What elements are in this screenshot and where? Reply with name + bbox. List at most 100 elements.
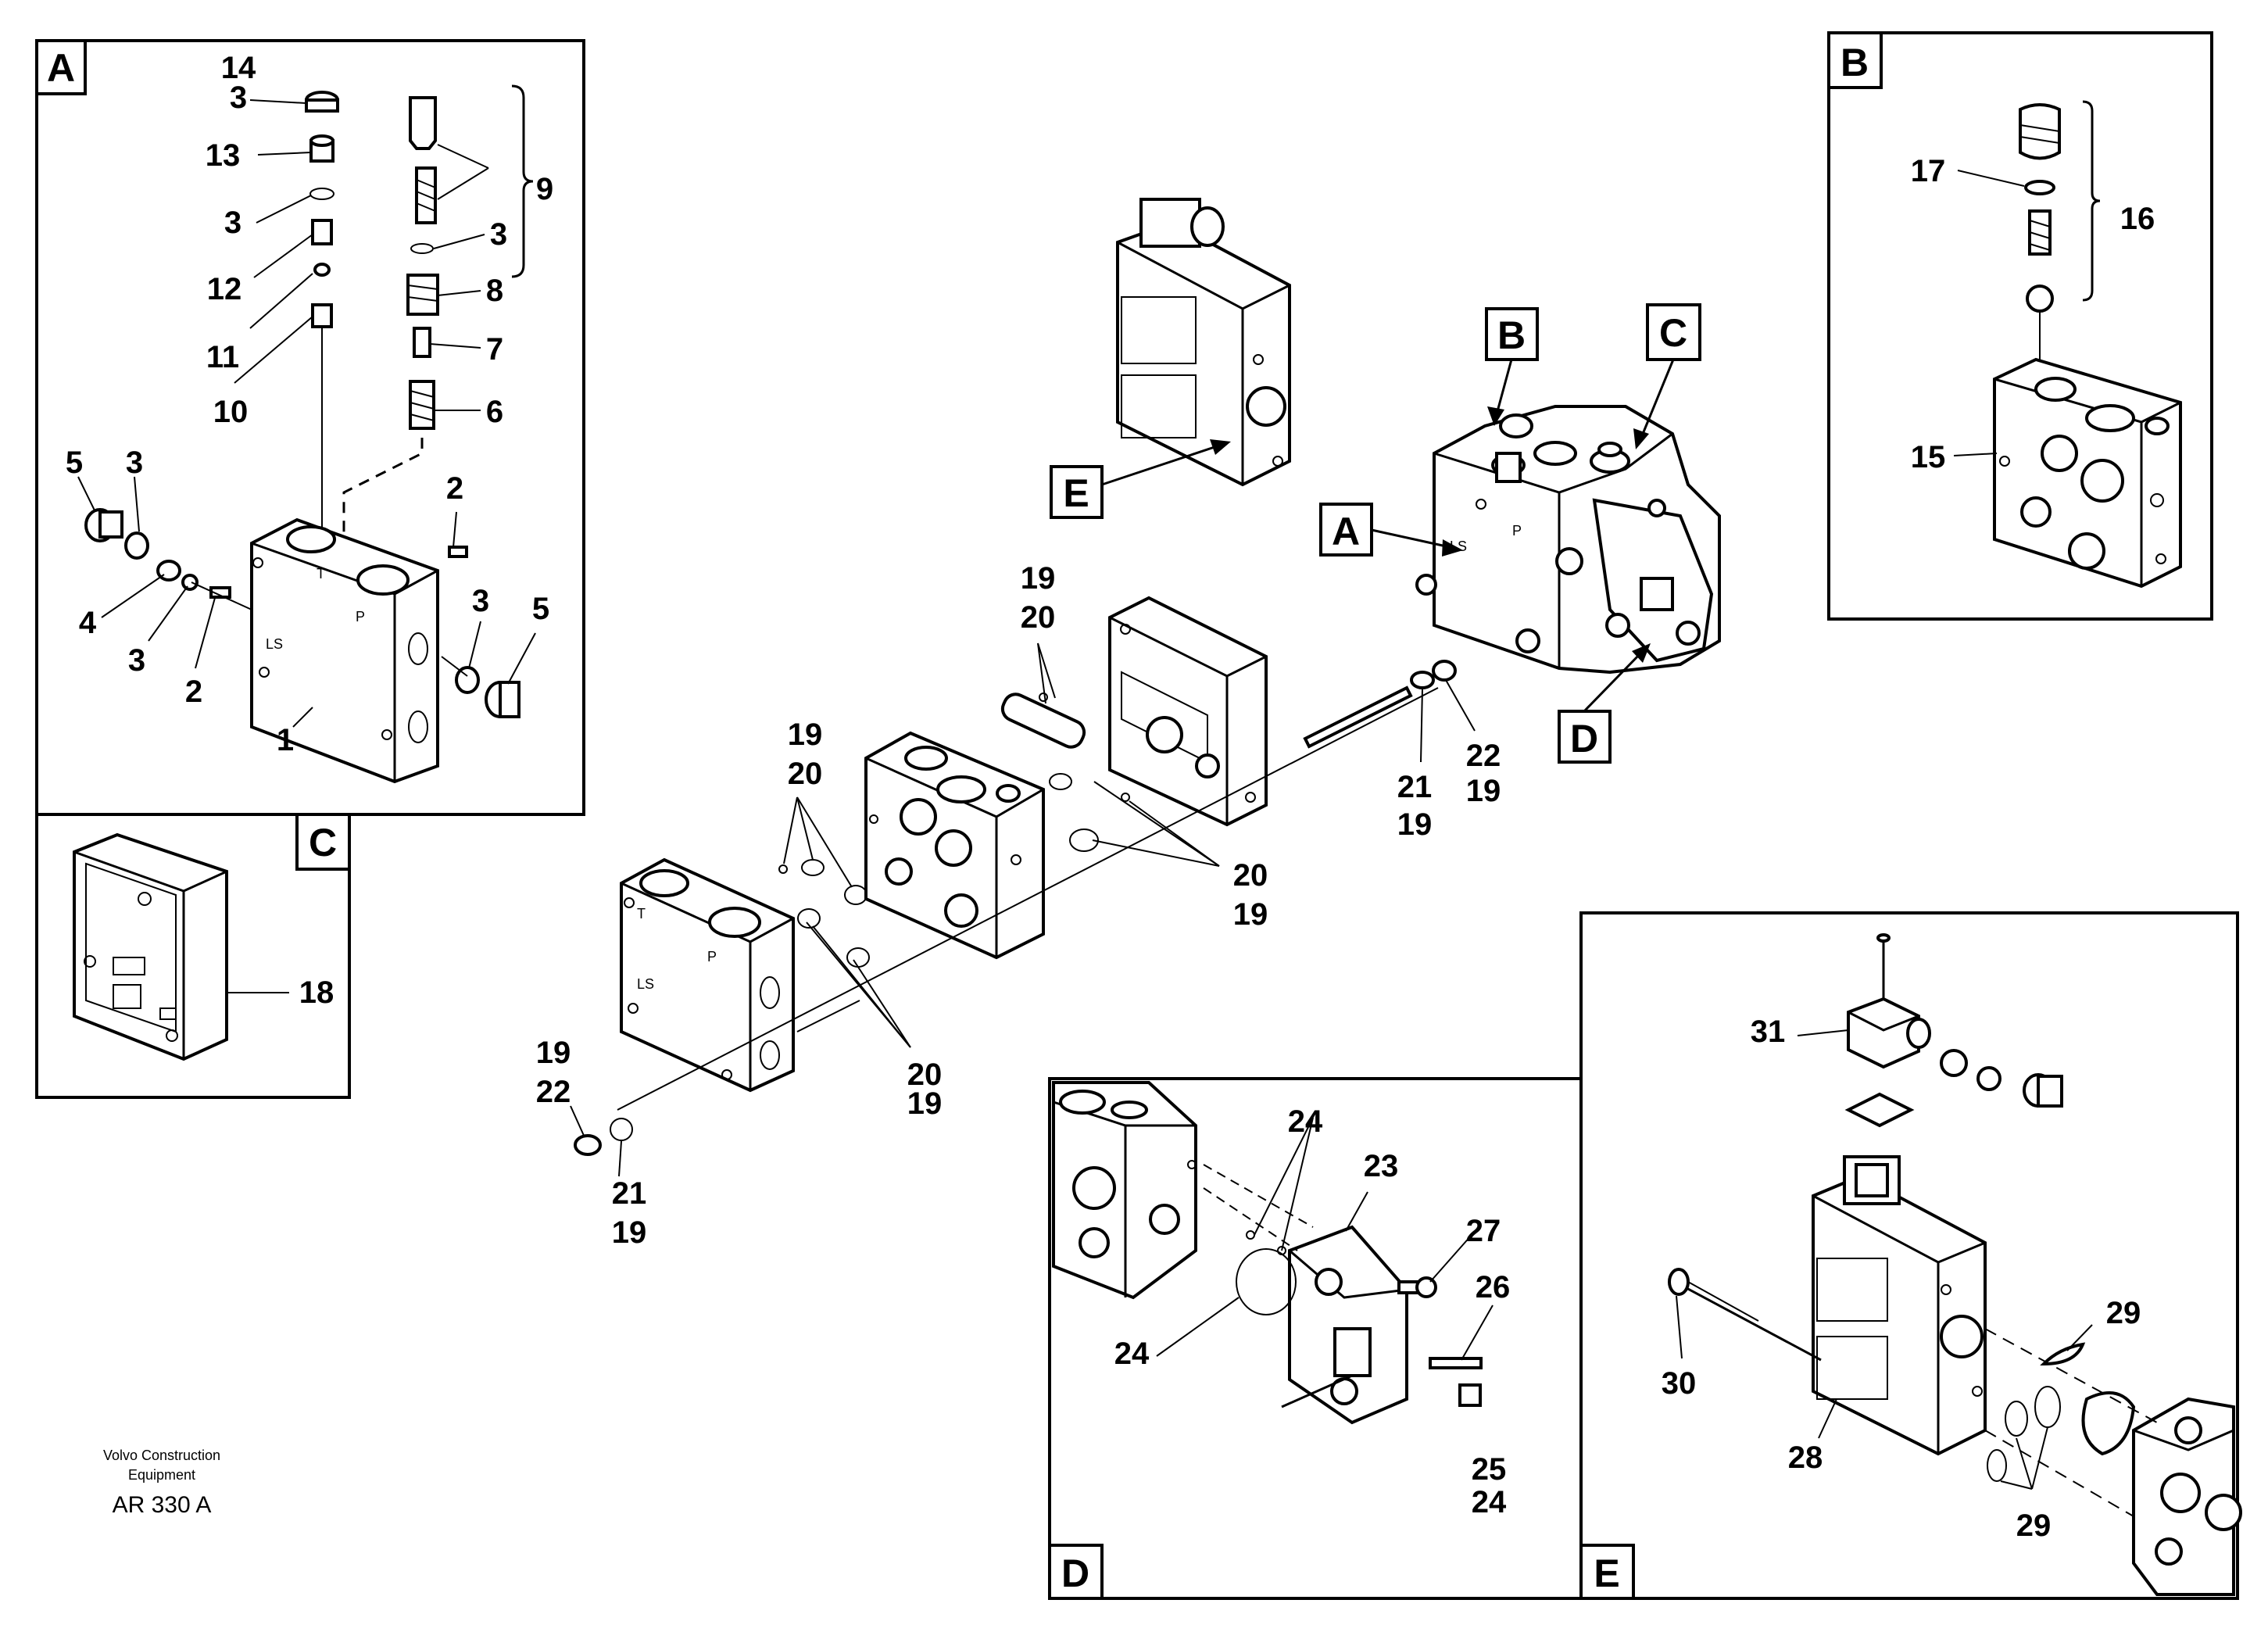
- svg-text:19: 19: [788, 718, 823, 752]
- callout-c: C: [1633, 303, 1701, 449]
- callout-c-tag: C: [1659, 311, 1687, 355]
- svg-text:26: 26: [1476, 1270, 1511, 1305]
- end-plate: [1108, 596, 1268, 827]
- callout-a: A: [1319, 503, 1463, 557]
- svg-text:15: 15: [1911, 440, 1946, 474]
- svg-text:20: 20: [788, 757, 823, 791]
- detail-b-panel: B: [1827, 31, 2213, 621]
- svg-text:19: 19: [612, 1215, 647, 1250]
- svg-text:10: 10: [213, 395, 249, 429]
- solenoid-assembly-e: [1116, 198, 1291, 487]
- svg-text:3: 3: [472, 584, 489, 618]
- svg-text:22: 22: [536, 1075, 571, 1109]
- leaders-exploded: [570, 642, 1476, 1177]
- svg-text:T: T: [637, 906, 646, 922]
- bolt-27: [1397, 1276, 1437, 1298]
- svg-text:3: 3: [230, 81, 247, 115]
- svg-text:3: 3: [126, 446, 143, 480]
- svg-text:31: 31: [1751, 1015, 1786, 1049]
- valve-cartridge: [342, 96, 439, 539]
- svg-text:P: P: [356, 609, 365, 625]
- detail-a-tag: A: [47, 46, 75, 90]
- svg-text:6: 6: [486, 395, 503, 429]
- detail-a-panel: A: [35, 39, 585, 816]
- detail-e-panel: E: [1579, 911, 2242, 1600]
- detail-d-tag: D: [1061, 1551, 1089, 1595]
- footer-block: Volvo Construction Equipment AR 330 A: [103, 1448, 220, 1518]
- seals-29: [1987, 1342, 2136, 1482]
- svg-text:19: 19: [1021, 561, 1056, 596]
- valve-section-middle: [864, 731, 1045, 960]
- svg-text:21: 21: [1397, 770, 1433, 804]
- detail-b-tag: B: [1841, 41, 1869, 84]
- valve-section-e: [2132, 1397, 2242, 1596]
- svg-text:19: 19: [1397, 807, 1433, 842]
- svg-text:25: 25: [1472, 1452, 1507, 1487]
- plug-connector-31: [1844, 997, 2063, 1128]
- detail-d-panel: D: [1048, 1077, 1583, 1600]
- svg-text:19: 19: [1233, 897, 1268, 932]
- svg-text:24: 24: [1114, 1337, 1150, 1371]
- svg-text:30: 30: [1662, 1366, 1697, 1401]
- svg-text:LS: LS: [266, 636, 283, 652]
- valve-section-d: [1052, 1081, 1197, 1300]
- svg-text:3: 3: [224, 206, 241, 240]
- svg-text:27: 27: [1466, 1214, 1501, 1248]
- svg-text:5: 5: [532, 592, 549, 626]
- svg-text:8: 8: [486, 274, 503, 308]
- svg-text:1: 1: [277, 723, 294, 757]
- svg-text:2: 2: [446, 471, 463, 506]
- solenoid-28: [1812, 1155, 1987, 1456]
- end-cover-d: [1236, 1225, 1408, 1425]
- detail-c-panel: C 18: [35, 813, 351, 1099]
- valve-section-front: T P LS: [620, 857, 795, 1093]
- svg-text:22: 22: [1466, 739, 1501, 773]
- callout-b: B: [1485, 307, 1539, 426]
- svg-text:5: 5: [66, 446, 83, 480]
- callout-e-tag: E: [1063, 471, 1089, 515]
- svg-text:24: 24: [1288, 1104, 1323, 1139]
- svg-text:28: 28: [1788, 1441, 1823, 1475]
- footer-company-line2: Equipment: [128, 1467, 195, 1483]
- footer-company-line1: Volvo Construction: [103, 1448, 220, 1463]
- svg-text:20: 20: [1021, 600, 1056, 635]
- side-plugs: [84, 508, 520, 718]
- svg-text:24: 24: [1472, 1485, 1507, 1519]
- callout-e: E: [1050, 439, 1231, 519]
- callout-d-tag: D: [1570, 717, 1598, 761]
- leaders-a: [77, 99, 536, 728]
- svg-text:20: 20: [1233, 858, 1268, 893]
- svg-text:19: 19: [536, 1036, 571, 1070]
- valve-section-b: [1993, 357, 2182, 589]
- svg-text:LS: LS: [637, 976, 654, 992]
- svg-text:9: 9: [536, 172, 553, 206]
- svg-text:T: T: [317, 566, 325, 582]
- screw-30: [1668, 1268, 1822, 1362]
- detail-c-tag: C: [309, 821, 337, 864]
- svg-text:P: P: [707, 949, 717, 965]
- stud-26: [1429, 1357, 1483, 1407]
- svg-text:18: 18: [299, 975, 334, 1010]
- cover-plate: [73, 832, 228, 1061]
- callout-d: D: [1558, 643, 1651, 764]
- svg-text:7: 7: [486, 332, 503, 367]
- svg-text:19: 19: [1466, 774, 1501, 808]
- svg-text:20: 20: [907, 1058, 943, 1092]
- svg-text:13: 13: [206, 138, 241, 173]
- relief-valve-parts: [2019, 103, 2061, 367]
- svg-text:4: 4: [79, 606, 97, 640]
- svg-text:29: 29: [2106, 1296, 2141, 1330]
- plug-stack: [305, 91, 339, 547]
- svg-text:3: 3: [128, 643, 145, 678]
- svg-text:23: 23: [1364, 1149, 1399, 1183]
- tie-rod-and-seals: [574, 660, 1457, 1156]
- footer-drawing-code: AR 330 A: [113, 1492, 212, 1518]
- callout-a-tag: A: [1332, 510, 1360, 553]
- svg-text:3: 3: [490, 217, 507, 252]
- svg-text:19: 19: [907, 1086, 943, 1121]
- svg-text:12: 12: [207, 272, 242, 306]
- svg-text:P: P: [1512, 523, 1522, 539]
- callout-b-tag: B: [1497, 313, 1526, 357]
- svg-text:29: 29: [2016, 1509, 2052, 1543]
